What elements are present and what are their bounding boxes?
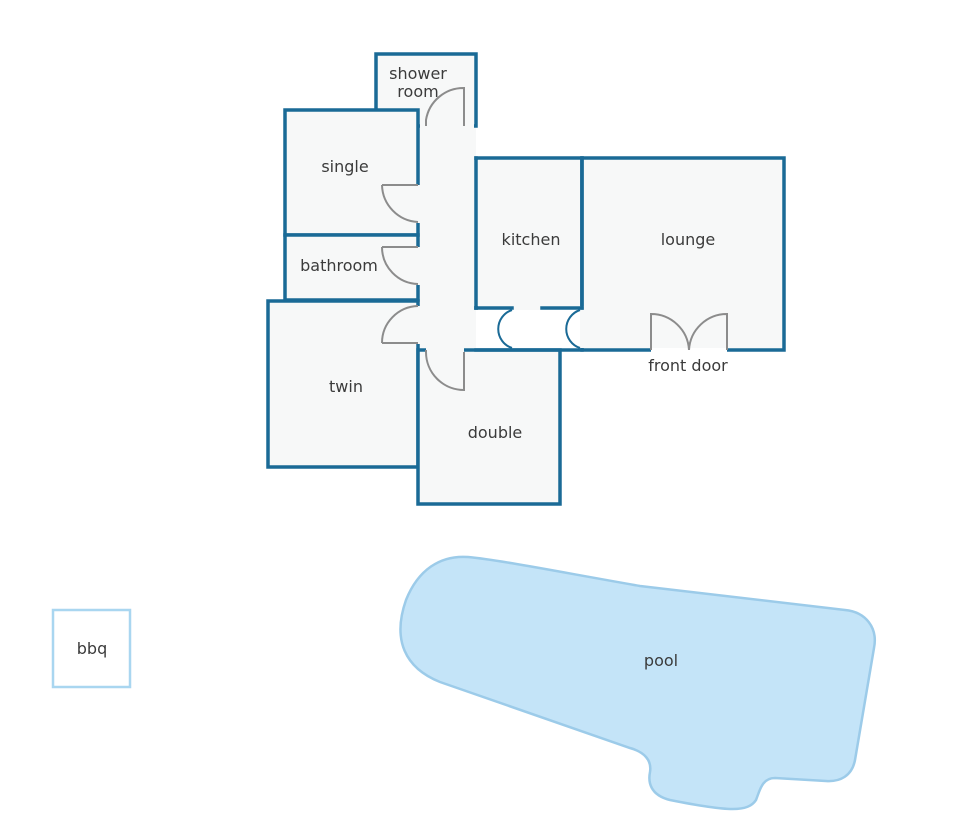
room-lounge[interactable] <box>580 156 786 352</box>
label-kitchen: kitchen <box>502 230 561 249</box>
label-double: double <box>468 423 523 442</box>
twin-room-door[interactable] <box>381 305 419 344</box>
pool-area[interactable] <box>399 555 877 811</box>
label-pool: pool <box>644 651 678 670</box>
label-twin: twin <box>329 377 363 396</box>
double-door-gap <box>426 348 464 352</box>
hallway-floor <box>418 108 476 350</box>
bathroom-door[interactable] <box>381 246 419 285</box>
twin-door-gap <box>416 306 420 344</box>
label-lounge: lounge <box>661 230 716 249</box>
lounge-left-bottom-cover <box>580 306 584 348</box>
front-door-left-leaf[interactable] <box>650 312 690 351</box>
label-bathroom: bathroom <box>300 256 378 275</box>
kitchen-archway-right[interactable] <box>565 309 581 349</box>
bathroom-door-gap <box>416 247 420 285</box>
double-room-door[interactable] <box>425 350 465 392</box>
single-door-gap <box>416 185 420 223</box>
front-door-right-leaf[interactable] <box>688 312 728 351</box>
bbq-area[interactable] <box>51 608 132 689</box>
kitchen-archway-left[interactable] <box>497 309 513 349</box>
single-room-door[interactable] <box>381 184 419 223</box>
shower-opening-cover <box>420 122 474 128</box>
label-single: single <box>321 157 368 176</box>
label-front-door: front door <box>648 356 728 375</box>
room-double[interactable] <box>416 348 562 506</box>
shower-room-door[interactable] <box>425 86 465 126</box>
room-twin[interactable] <box>266 299 420 469</box>
label-shower-room-line2: room <box>397 82 438 101</box>
kitchen-bottom-cover <box>478 306 580 310</box>
label-bbq: bbq <box>77 639 107 658</box>
label-shower-room-line1: shower <box>389 64 447 83</box>
